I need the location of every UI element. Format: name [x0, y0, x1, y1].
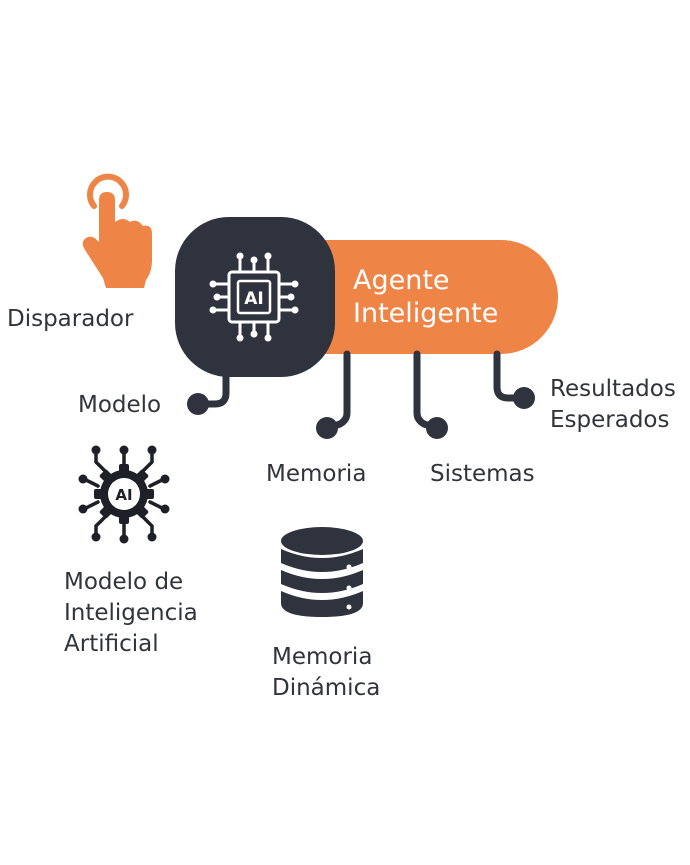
connector-label-sistemas: Sistemas — [430, 461, 535, 487]
connector-label-memoria: Memoria — [266, 461, 367, 487]
agent-core-box — [175, 217, 335, 377]
model-label: Modelo de Inteligencia Artificial — [64, 567, 198, 660]
model-label-line2: Inteligencia — [64, 600, 198, 626]
resultados-line2: Esperados — [550, 407, 670, 433]
model-label-line1: Modelo de — [64, 569, 184, 595]
ai-gear-text: AI — [115, 486, 132, 504]
ai-chip-pin-ends — [209, 252, 299, 342]
database-icon — [281, 527, 363, 617]
connector-dot-modelo — [187, 393, 209, 415]
memory-label-line2: Dinámica — [272, 675, 381, 701]
connector-label-resultados: Resultados Esperados — [550, 374, 676, 436]
memory-label-line1: Memoria — [272, 644, 373, 670]
connector-label-modelo: Modelo — [78, 392, 162, 418]
ai-network-gear-icon: AI — [78, 445, 170, 544]
resultados-line1: Resultados — [550, 376, 676, 402]
pointing-hand-icon — [82, 173, 152, 288]
ai-chip-text: AI — [244, 289, 263, 309]
model-label-line3: Artificial — [64, 631, 159, 657]
agent-title: Agente Inteligente — [353, 264, 498, 330]
agent-title-line2: Inteligente — [353, 298, 499, 329]
connector-dot-resultados — [513, 387, 535, 409]
connector-dot-sistemas — [426, 417, 448, 439]
connector-dot-memoria — [316, 417, 338, 439]
connector-lines — [194, 350, 528, 432]
memory-label: Memoria Dinámica — [272, 642, 380, 704]
trigger-label: Disparador — [7, 306, 134, 332]
ai-chip-icon — [213, 256, 295, 338]
agent-title-line1: Agente — [353, 265, 450, 296]
